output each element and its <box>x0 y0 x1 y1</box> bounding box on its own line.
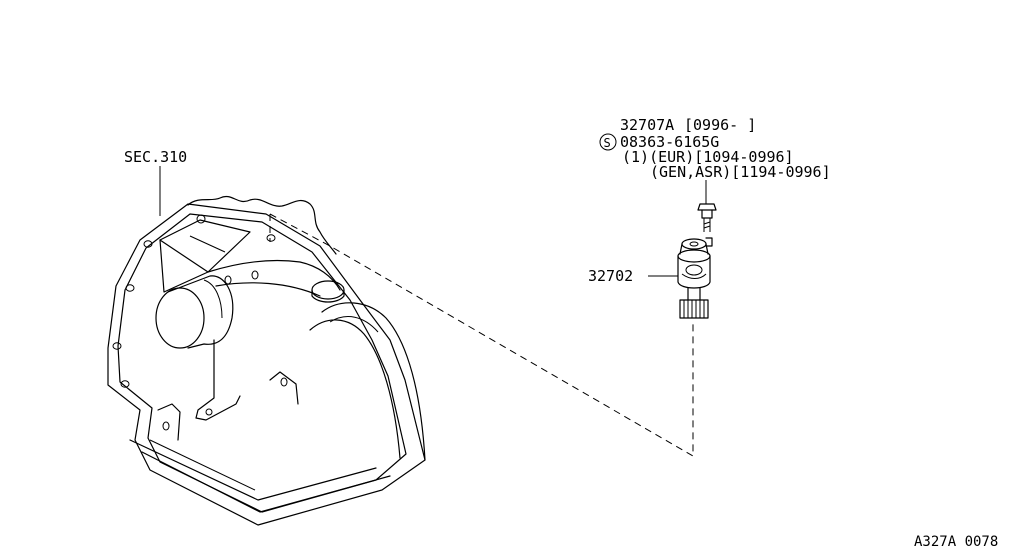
part-number-32702: 32702 <box>588 267 633 285</box>
install-path-line <box>269 213 694 457</box>
s-symbol-letter: S <box>604 136 611 150</box>
part-number-08363-6165g: 08363-6165G <box>620 133 719 151</box>
part-number-32707a: 32707A <box>620 116 674 134</box>
bolt-illustration <box>697 203 717 232</box>
part-32707a-date-range: [0996- ] <box>684 116 756 134</box>
transmission-illustration <box>107 196 426 526</box>
speedometer-pinion-illustration <box>677 237 713 319</box>
sec-reference-label: SEC.310 <box>124 148 187 166</box>
bolt-note-gen-asr: (GEN,ASR)[1194-0996] <box>650 163 831 181</box>
s-standard-symbol <box>599 133 617 151</box>
bolt-note-eur: (1)(EUR)[1094-0996] <box>622 148 794 166</box>
figure-code: A327A 0078 <box>914 534 998 550</box>
